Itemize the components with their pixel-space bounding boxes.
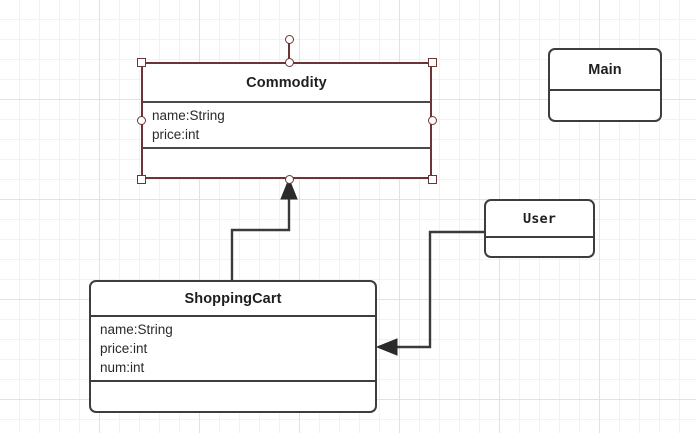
shoppingcart-attribute: num:int xyxy=(100,360,145,375)
resize-handle-bottom-right[interactable] xyxy=(428,175,437,184)
uml-class-shoppingcart[interactable]: ShoppingCart name:String price:int num:i… xyxy=(89,280,377,413)
main-class-name: Main xyxy=(588,61,622,78)
resize-handle-middle-right[interactable] xyxy=(428,116,437,125)
main-attributes-compartment xyxy=(550,89,660,120)
shoppingcart-attribute: name:String xyxy=(100,322,173,337)
uml-class-user[interactable]: User xyxy=(484,199,595,258)
connector-association-user-to-cart[interactable] xyxy=(375,230,484,356)
user-name-compartment: User xyxy=(486,201,593,236)
shoppingcart-class-name: ShoppingCart xyxy=(184,290,282,307)
commodity-class-name: Commodity xyxy=(246,74,327,91)
association-line[interactable] xyxy=(389,230,484,349)
shoppingcart-attribute: price:int xyxy=(100,341,148,356)
commodity-operations-compartment xyxy=(143,147,430,177)
commodity-attribute: price:int xyxy=(152,127,200,142)
shoppingcart-operations-compartment xyxy=(91,380,375,410)
user-class-name: User xyxy=(523,210,556,227)
resize-handle-bottom-left[interactable] xyxy=(137,175,146,184)
shoppingcart-attributes-compartment: name:String price:int num:int xyxy=(91,315,375,380)
connector-generalization-cart-to-commodity[interactable] xyxy=(230,177,298,280)
user-attributes-compartment xyxy=(486,236,593,256)
uml-class-main[interactable]: Main xyxy=(548,48,662,122)
resize-handle-bottom-center[interactable] xyxy=(285,175,294,184)
resize-handle-middle-left[interactable] xyxy=(137,116,146,125)
commodity-attribute: name:String xyxy=(152,108,225,123)
rotate-handle-stem xyxy=(288,43,290,63)
commodity-attributes-compartment: name:String price:int xyxy=(143,101,430,147)
rotate-handle[interactable] xyxy=(285,35,294,44)
resize-handle-top-center[interactable] xyxy=(285,58,294,67)
main-name-compartment: Main xyxy=(550,50,660,89)
association-arrowhead xyxy=(375,338,398,356)
uml-class-commodity[interactable]: Commodity name:String price:int xyxy=(141,62,432,179)
resize-handle-top-left[interactable] xyxy=(137,58,146,67)
shoppingcart-name-compartment: ShoppingCart xyxy=(91,282,375,315)
commodity-name-compartment: Commodity xyxy=(143,64,430,101)
generalization-line[interactable] xyxy=(230,190,291,280)
resize-handle-top-right[interactable] xyxy=(428,58,437,67)
